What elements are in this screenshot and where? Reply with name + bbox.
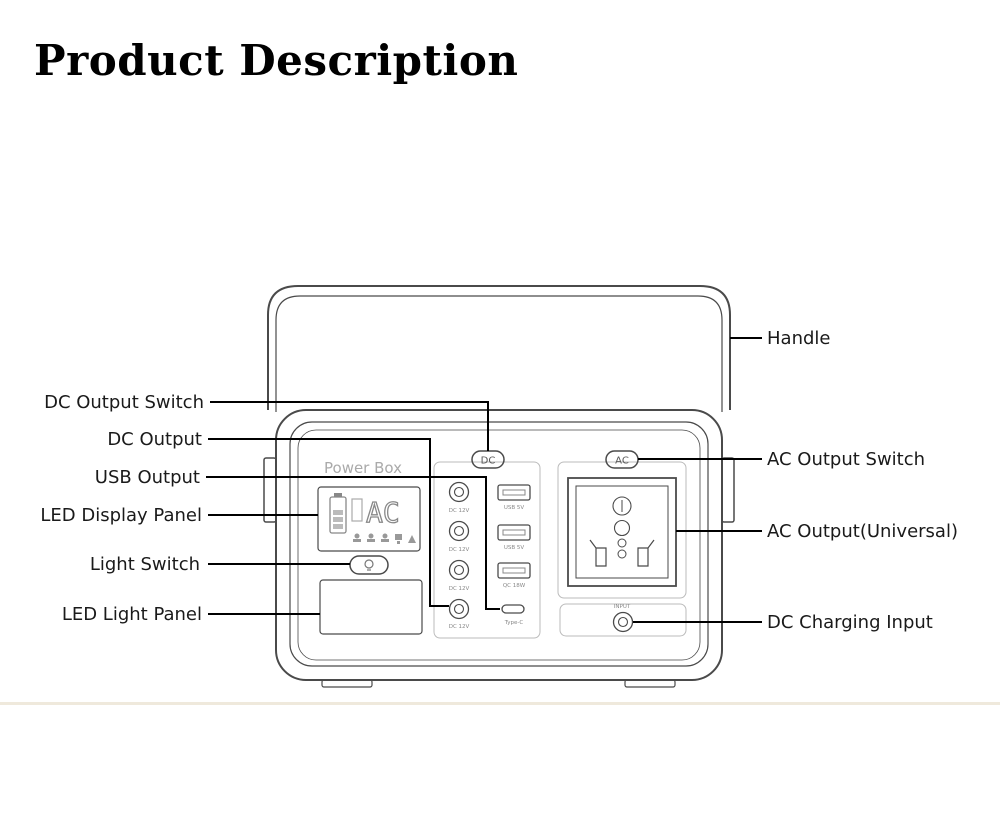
- usb-c-port-label: Type-C: [504, 620, 524, 626]
- leader-dc-output: [208, 438, 449, 607]
- usb-port[interactable]: [497, 562, 531, 579]
- callout-light-switch: Light Switch: [90, 554, 200, 575]
- dc-port-label: DC 12V: [449, 547, 470, 553]
- ac-universal-outlet[interactable]: [567, 477, 677, 587]
- callout-ac-output: AC Output(Universal): [767, 521, 958, 542]
- dc-port[interactable]: [448, 520, 470, 542]
- dc-port[interactable]: [448, 559, 470, 581]
- callout-ac-output-switch: AC Output Switch: [767, 449, 925, 470]
- input-section-frame: [559, 603, 687, 637]
- dc-port-label: DC 12V: [449, 624, 470, 630]
- dc-charging-input-port[interactable]: [612, 611, 634, 633]
- callout-dc-charging-input: DC Charging Input: [767, 612, 933, 633]
- usb-port[interactable]: [497, 484, 531, 501]
- svg-text:AC: AC: [615, 456, 629, 467]
- callout-usb-output: USB Output: [95, 467, 200, 488]
- floor-line: [0, 702, 1000, 705]
- callout-led-light-panel: LED Light Panel: [62, 604, 202, 625]
- input-label: INPUT: [614, 604, 631, 610]
- display-status-icons: [353, 533, 416, 544]
- handle: [267, 285, 731, 412]
- dc-port[interactable]: [448, 598, 470, 620]
- left-foot: [321, 679, 373, 688]
- display-readout: AC: [366, 496, 400, 529]
- leader-usb-output: [206, 476, 500, 610]
- dc-port[interactable]: [448, 481, 470, 503]
- dc-section-frame: [433, 461, 541, 639]
- light-switch[interactable]: [349, 555, 389, 575]
- dc-port-label: DC 12V: [449, 508, 470, 514]
- left-handle-mount: [263, 457, 277, 523]
- led-light-panel: [319, 579, 423, 635]
- leader-dc-output-switch: [210, 401, 489, 451]
- callout-dc-output-switch: DC Output Switch: [44, 392, 204, 413]
- usb-port-label: USB 5V: [504, 545, 525, 551]
- led-display-panel: AC: [317, 486, 421, 552]
- dc-output-switch[interactable]: DC: [471, 450, 505, 469]
- right-handle-mount: [721, 457, 735, 523]
- callout-handle: Handle: [767, 328, 830, 349]
- svg-text:DC: DC: [481, 456, 496, 467]
- leader-lines: [206, 337, 762, 623]
- callout-led-display-panel: LED Display Panel: [40, 505, 202, 526]
- brand-label: Power Box: [324, 459, 402, 477]
- callout-dc-output: DC Output: [107, 429, 202, 450]
- usb-port-label: QC 18W: [503, 583, 526, 589]
- usb-port[interactable]: [497, 524, 531, 541]
- right-foot: [624, 679, 676, 688]
- usb-port-label: USB 5V: [504, 505, 525, 511]
- device-body: [275, 409, 723, 681]
- usb-c-port[interactable]: [501, 604, 525, 614]
- ac-output-switch[interactable]: AC: [605, 450, 639, 469]
- page-title: Product Description: [34, 36, 519, 85]
- dc-port-label: DC 12V: [449, 586, 470, 592]
